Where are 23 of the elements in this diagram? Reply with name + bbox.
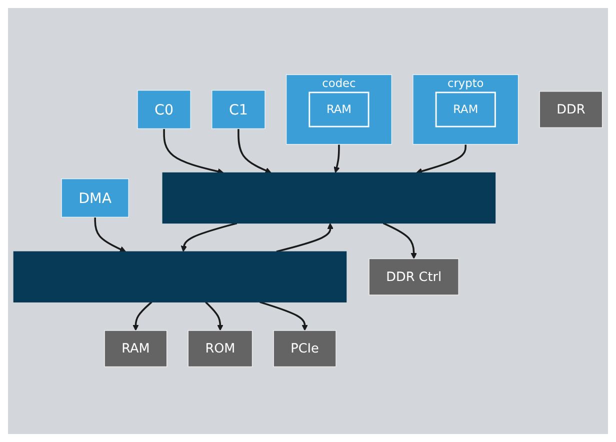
arrow (238, 128, 272, 174)
arrow (163, 128, 224, 175)
arrow (180, 222, 238, 252)
arrow (276, 223, 334, 253)
arrow (334, 144, 340, 174)
block-box: PCIe (273, 330, 336, 368)
block-box: DMA (61, 178, 129, 218)
arrow (205, 302, 224, 332)
block-box: C0 (137, 90, 191, 130)
arrow (132, 302, 152, 332)
bus-bar (13, 252, 347, 303)
block-box: C1 (212, 90, 266, 130)
arrow (94, 217, 126, 252)
block-box: ROM (188, 330, 253, 368)
block-box: RAM (308, 92, 370, 128)
block-box: DDR Ctrl (368, 258, 459, 296)
block-box: RAM (435, 92, 496, 128)
block-box: RAM (104, 330, 168, 368)
block-box: DDR (539, 91, 603, 128)
arrow (260, 302, 308, 332)
arrow (382, 222, 417, 260)
bus-bar (162, 172, 496, 224)
arrow (416, 144, 466, 174)
